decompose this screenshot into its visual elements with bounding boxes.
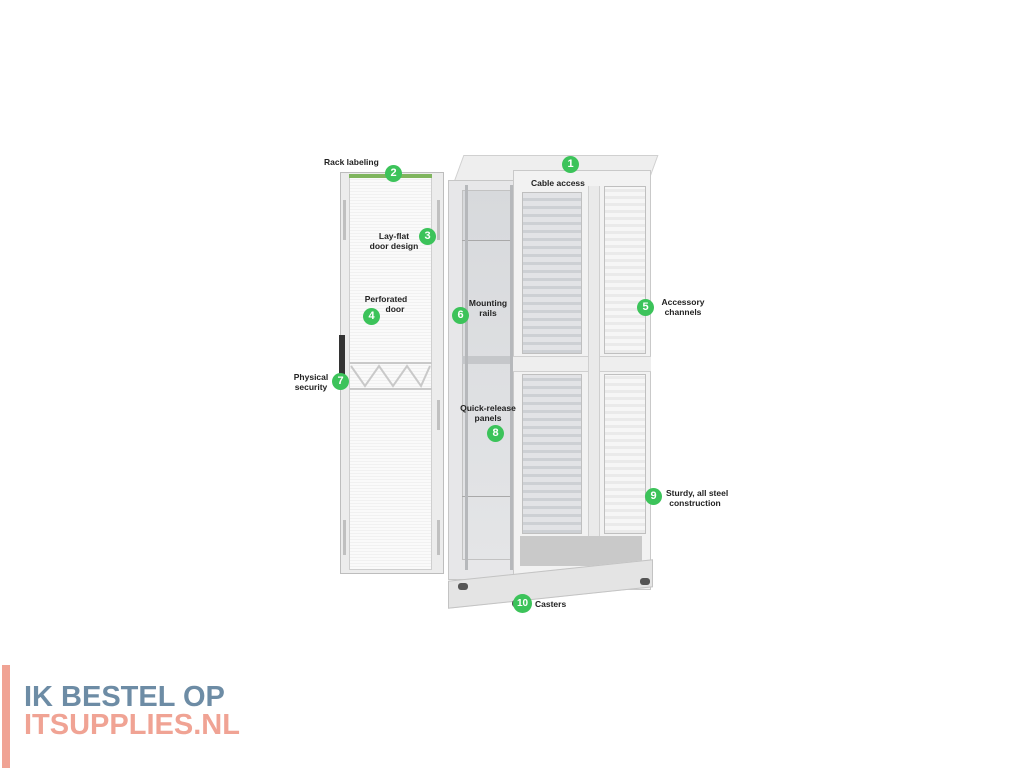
door-truss-brace — [349, 362, 432, 390]
rack-floor — [520, 536, 642, 566]
watermark-accent-bar — [2, 665, 10, 768]
caster-wheel — [640, 578, 650, 585]
callout-badge-1: 1 — [562, 156, 579, 173]
door-vent-slot — [343, 520, 346, 555]
callout-badge-4: 4 — [363, 308, 380, 325]
rack-crossbar — [513, 356, 651, 372]
callout-label-mounting-rails: Mounting rails — [468, 298, 508, 318]
callout-badge-7: 7 — [332, 373, 349, 390]
door-vent-slot — [437, 520, 440, 555]
callout-badge-9: 9 — [645, 488, 662, 505]
quick-release-side-panel — [462, 190, 512, 560]
callout-label-accessory-channels: Accessory channels — [661, 297, 705, 317]
callout-label-sturdy-steel: Sturdy, all steel construction — [666, 488, 729, 508]
accessory-channel-upper — [604, 186, 646, 354]
mounting-rail — [465, 185, 468, 570]
caster-wheel — [458, 583, 468, 590]
panel-seam — [462, 356, 512, 364]
mounting-bay-upper — [522, 192, 582, 354]
watermark-line1: IK BESTEL OP — [24, 681, 225, 713]
panel-seam — [462, 240, 512, 241]
callout-badge-10: 10 — [513, 594, 532, 613]
callout-badge-5: 5 — [637, 299, 654, 316]
panel-seam — [462, 496, 512, 497]
callout-label-casters: Casters — [535, 599, 567, 609]
callout-label-cable-access: Cable access — [531, 178, 585, 188]
mounting-rail — [510, 185, 513, 570]
callout-label-physical-security: Physical security — [293, 372, 329, 392]
callout-badge-6: 6 — [452, 307, 469, 324]
door-vent-slot — [437, 200, 440, 240]
door-vent-slot — [437, 400, 440, 430]
watermark-line2: ITSUPPLIES.NL — [24, 709, 240, 741]
callout-label-lay-flat-door: Lay-flat door design — [369, 231, 419, 251]
center-post — [588, 186, 600, 556]
perforated-door-panel — [349, 177, 432, 570]
accessory-channel-lower — [604, 374, 646, 534]
truss-icon — [350, 364, 431, 389]
callout-label-perforated-door: Perforated door — [364, 294, 408, 314]
callout-badge-3: 3 — [419, 228, 436, 245]
mounting-bay-lower — [522, 374, 582, 534]
callout-label-rack-labeling: Rack labeling — [324, 157, 379, 167]
callout-label-quick-release-panels: Quick-release panels — [460, 403, 516, 423]
callout-badge-2: 2 — [385, 165, 402, 182]
door-lock-handle — [339, 335, 345, 375]
callout-badge-8: 8 — [487, 425, 504, 442]
door-vent-slot — [343, 200, 346, 240]
